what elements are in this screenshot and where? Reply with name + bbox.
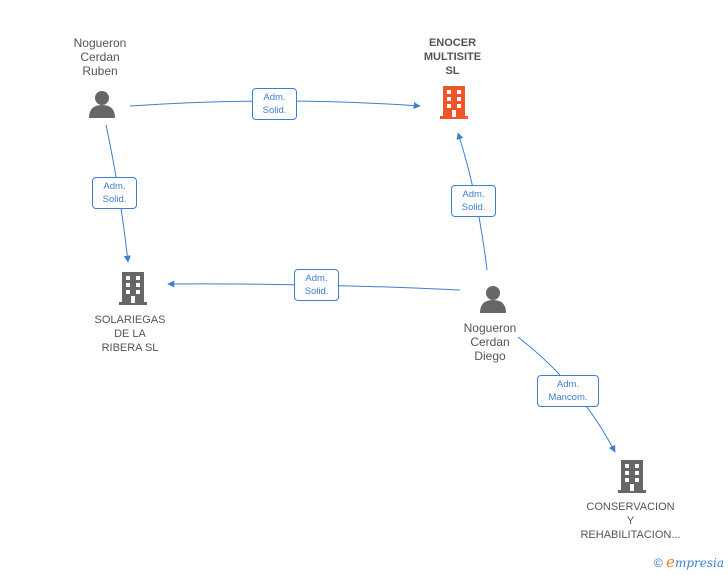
copyright-icon: © <box>653 556 663 570</box>
building-icon[interactable] <box>618 460 646 493</box>
edge-label-ruben-solariegas[interactable]: Adm. Solid. <box>92 177 137 209</box>
brand-logo-e: e <box>666 553 675 571</box>
edge-label-diego-enocer[interactable]: Adm. Solid. <box>451 185 496 217</box>
node-label-solariegas[interactable]: SOLARIEGAS DE LA RIBERA SL <box>94 314 166 354</box>
node-label-ruben[interactable]: Nogueron Cerdan Ruben <box>73 36 127 78</box>
edge-label-ruben-enocer[interactable]: Adm. Solid. <box>252 88 297 120</box>
person-icon[interactable] <box>89 91 115 118</box>
edge-label-diego-solariegas[interactable]: Adm. Solid. <box>294 269 339 301</box>
brand-logo-text: mpresia <box>674 556 724 570</box>
person-icon[interactable] <box>480 286 506 313</box>
node-label-conservacion[interactable]: CONSERVACION Y REHABILITACION... <box>580 501 681 541</box>
building-icon[interactable] <box>119 272 147 305</box>
footer-brand: © empresia <box>654 553 724 571</box>
node-label-enocer[interactable]: ENOCER MULTISITE SL <box>423 37 482 77</box>
building-icon[interactable] <box>440 86 468 119</box>
node-label-diego[interactable]: Nogueron Cerdan Diego <box>463 321 517 363</box>
edge-label-diego-conservacion[interactable]: Adm. Mancom. <box>537 375 599 407</box>
